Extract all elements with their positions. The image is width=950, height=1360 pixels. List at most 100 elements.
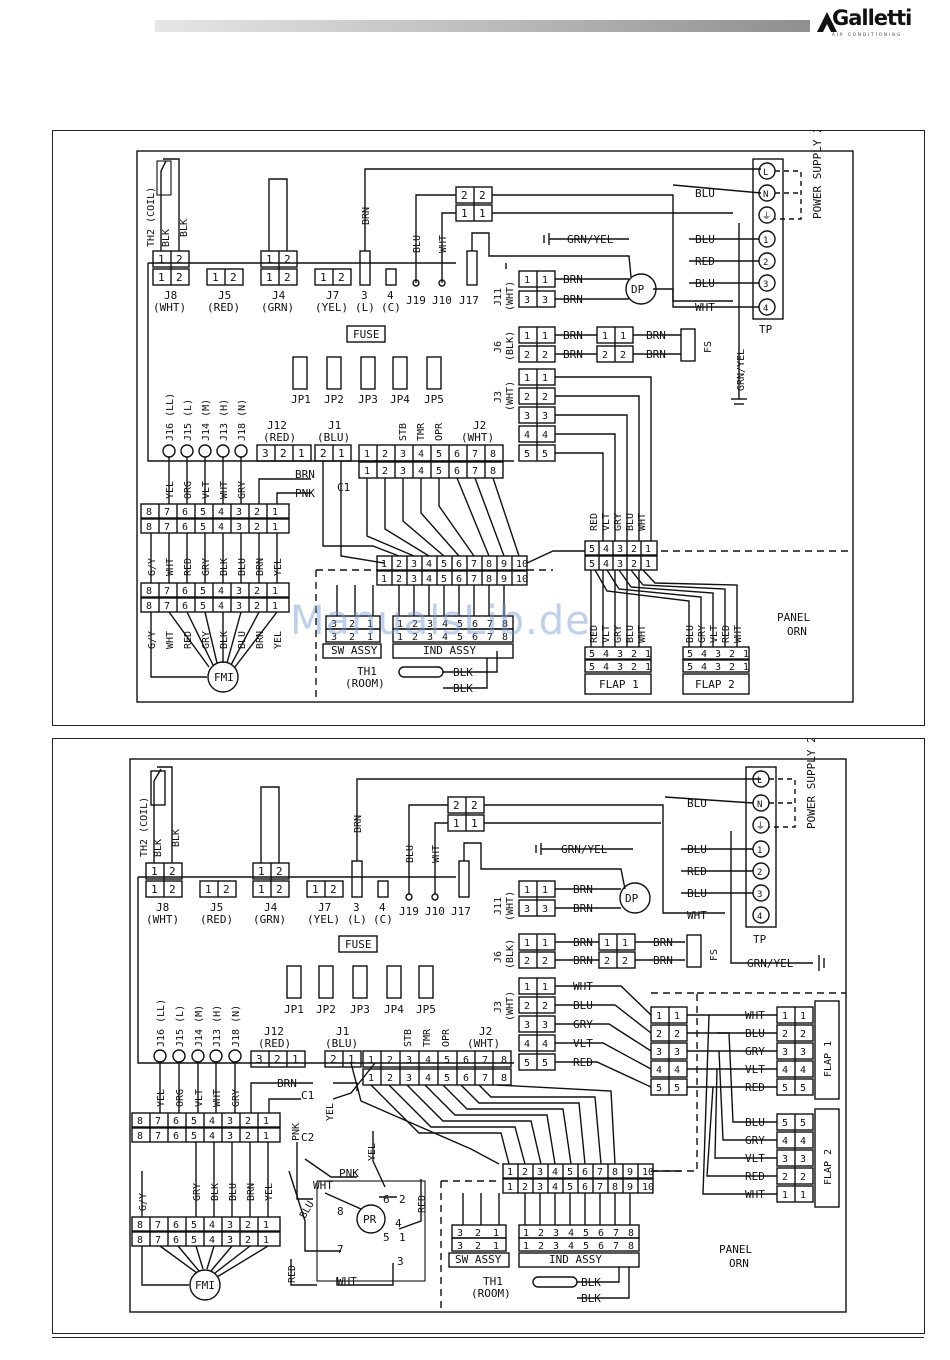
tp-term: L bbox=[757, 776, 762, 786]
ten-pin: 1 bbox=[381, 559, 387, 570]
ten-pin: 6 bbox=[456, 559, 462, 570]
j8-pin-label: 1 bbox=[158, 271, 165, 284]
sw-pin: 2 bbox=[475, 1228, 481, 1239]
fuse-label: FUSE bbox=[353, 328, 380, 341]
j5-label: J5 bbox=[210, 901, 223, 914]
sw-assy-label: SW ASSY bbox=[455, 1253, 502, 1266]
j2-pin: 4 bbox=[425, 1055, 431, 1066]
tp-term: 3 bbox=[757, 890, 762, 900]
j17-label: J17 bbox=[451, 905, 471, 918]
j7-color: (YEL) bbox=[315, 301, 348, 314]
room-label: (ROOM) bbox=[471, 1287, 511, 1300]
fmi-pin: 1 bbox=[272, 586, 278, 597]
flap2-label: FLAP 2 bbox=[695, 678, 735, 691]
flap-pin: 3 bbox=[617, 649, 623, 660]
flap2-pin: 3 bbox=[800, 1154, 806, 1165]
j2-pin: 8 bbox=[501, 1073, 507, 1084]
wire-label: BLK bbox=[581, 1276, 601, 1289]
led-label: J18 (N) bbox=[231, 1005, 242, 1047]
tp-term: ⏚ bbox=[756, 821, 765, 832]
fmi-pin: 7 bbox=[164, 507, 170, 518]
flap-pin: 3 bbox=[617, 544, 623, 555]
ind-assy-label: IND ASSY bbox=[549, 1253, 602, 1266]
flap-pin: 1 bbox=[645, 662, 651, 673]
j11-label: J11 bbox=[493, 897, 504, 915]
wire-label: BLK bbox=[453, 666, 473, 679]
tp-term: 4 bbox=[757, 912, 762, 922]
j12-label: J12 bbox=[264, 1025, 284, 1038]
block-pin: 1 bbox=[461, 207, 468, 220]
wire-label: BRN bbox=[361, 207, 372, 225]
wire-label: BLU bbox=[695, 187, 715, 200]
j6-color: (BLK) bbox=[505, 331, 516, 361]
j12-pin: 1 bbox=[298, 447, 305, 460]
flap2-pin: 3 bbox=[782, 1154, 788, 1165]
wiring-diagram-2-frame: 1 2 1 2 J8 (WHT) 1 2 J5 (RED) 1 2 1 2 J4… bbox=[52, 738, 925, 1334]
led-label: J14 (M) bbox=[194, 1005, 205, 1047]
flap-pin: 3 bbox=[715, 662, 721, 673]
ten-pin: 2 bbox=[396, 574, 402, 585]
j2-pin: 1 bbox=[368, 1073, 374, 1084]
j1-pin: 2 bbox=[330, 1053, 337, 1066]
j3-pin: 1 bbox=[524, 982, 530, 993]
flap-pin: 2 bbox=[631, 662, 637, 673]
jumper-label: JP4 bbox=[384, 1003, 404, 1016]
jumper-label: JP3 bbox=[350, 1003, 370, 1016]
ten-pin: 9 bbox=[501, 574, 507, 585]
j3l-color: (L) bbox=[347, 913, 367, 926]
ten-pin: 9 bbox=[627, 1167, 633, 1178]
junction-pin: 2 bbox=[656, 1029, 662, 1040]
ten-pin: 6 bbox=[582, 1167, 588, 1178]
ind-pin: 7 bbox=[613, 1228, 619, 1239]
led-label: J13 (H) bbox=[212, 1005, 223, 1047]
j11-color: (WHT) bbox=[505, 281, 516, 311]
jumper-label: JP5 bbox=[416, 1003, 436, 1016]
j3-pin: 3 bbox=[524, 1020, 530, 1031]
fmi-pin: 3 bbox=[227, 1131, 233, 1142]
wire-label: RED bbox=[573, 1056, 593, 1069]
dp-label: DP bbox=[625, 892, 639, 905]
j2-pin: 7 bbox=[482, 1073, 488, 1084]
wire-label: RED bbox=[417, 1195, 428, 1213]
flap-pin: 5 bbox=[687, 662, 693, 673]
j2-pin: 6 bbox=[463, 1055, 469, 1066]
j4-pin-label: 1 bbox=[266, 253, 273, 266]
j4c-label: 4 bbox=[387, 289, 394, 302]
junction-pin: 3 bbox=[656, 1047, 662, 1058]
ind-pin: 6 bbox=[472, 632, 478, 643]
wire-label: RED bbox=[287, 1265, 298, 1283]
ten-pin: 5 bbox=[567, 1182, 573, 1193]
j7-pin: 2 bbox=[330, 883, 337, 896]
j8-pin-label: 2 bbox=[176, 253, 183, 266]
wire-label: BLK bbox=[153, 839, 164, 857]
j6-pin: 2 bbox=[620, 350, 626, 361]
wire-label: BRN bbox=[573, 902, 593, 915]
ind-pin: 5 bbox=[583, 1241, 589, 1252]
fmi-pin: 2 bbox=[254, 507, 260, 518]
fmi-pin: 7 bbox=[164, 522, 170, 533]
wire-label: WHT bbox=[219, 481, 230, 499]
j8-pin-label: 1 bbox=[158, 253, 165, 266]
wire-label: VLT bbox=[573, 1037, 593, 1050]
ten-pin: 8 bbox=[612, 1167, 618, 1178]
flap-pin: 2 bbox=[631, 649, 637, 660]
wire-label: ORG bbox=[175, 1089, 186, 1107]
wire-label: BLU bbox=[695, 233, 715, 246]
j6-pin: 2 bbox=[602, 350, 608, 361]
fmi-pin: 8 bbox=[137, 1220, 143, 1231]
c1-label: C1 bbox=[301, 1089, 314, 1102]
pr-pin: 8 bbox=[337, 1205, 344, 1218]
ten-pin: 7 bbox=[597, 1167, 603, 1178]
tp-label: TP bbox=[753, 933, 767, 946]
fmi-pin: 2 bbox=[245, 1235, 251, 1246]
j6-pin: 2 bbox=[524, 350, 530, 361]
flap-pin: 3 bbox=[715, 649, 721, 660]
tp-term: ⏚ bbox=[762, 211, 771, 222]
wire-label: GRY bbox=[745, 1134, 765, 1147]
flap2-pin: 1 bbox=[800, 1190, 806, 1201]
j4-pin: 1 bbox=[258, 883, 265, 896]
ind-pin: 8 bbox=[502, 619, 508, 630]
wire-label: BLU bbox=[685, 625, 696, 643]
tp-term: N bbox=[763, 190, 768, 200]
ind-pin: 5 bbox=[457, 619, 463, 630]
